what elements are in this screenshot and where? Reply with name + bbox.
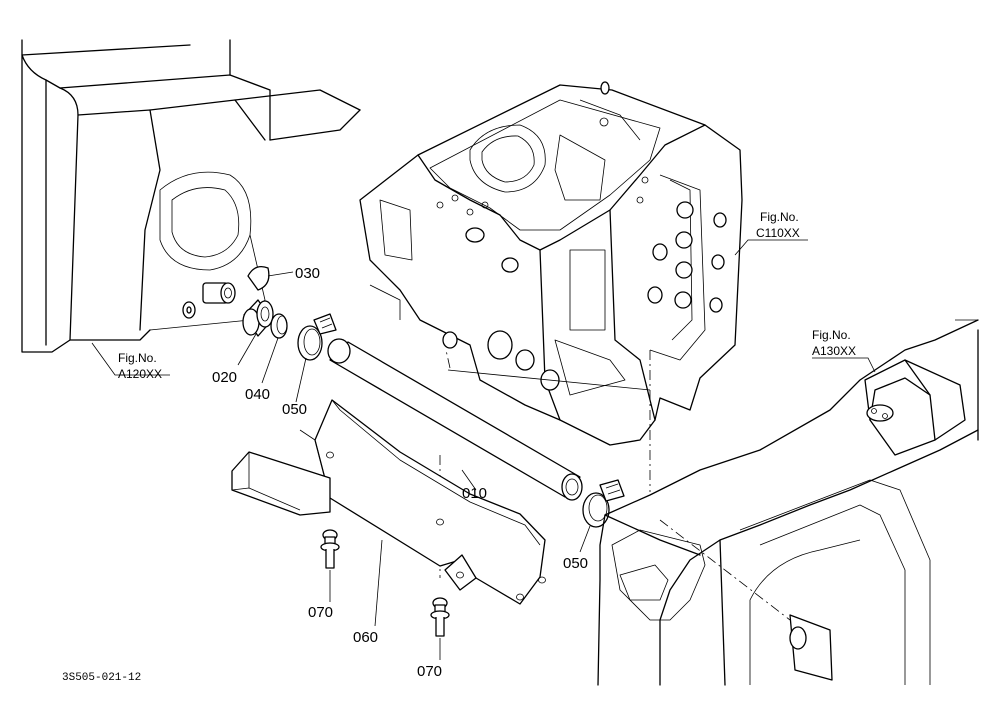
fig-ref-c110-code: C110XX bbox=[756, 226, 800, 240]
leader-lines bbox=[91, 239, 876, 660]
fig-ref-a130-code: A130XX bbox=[812, 344, 856, 358]
fig-ref-a120-code: A120XX bbox=[118, 367, 162, 381]
fig-references: Fig.No. A120XX Fig.No. C110XX Fig.No. A1… bbox=[118, 210, 856, 381]
label-020: 020 bbox=[212, 369, 237, 386]
label-070-right: 070 bbox=[417, 663, 442, 680]
part-labels: 010 020 030 040 050 050 060 070 070 bbox=[212, 265, 588, 680]
drawing-code: 3S505-021-12 bbox=[62, 672, 141, 684]
part-070-bolt-right bbox=[430, 597, 450, 637]
fig-ref-a120-prefix: Fig.No. bbox=[118, 351, 157, 365]
part-030-gasket bbox=[247, 265, 270, 291]
left-housing bbox=[21, 39, 361, 353]
label-060: 060 bbox=[353, 629, 378, 646]
fig-ref-c110-prefix: Fig.No. bbox=[760, 210, 799, 224]
part-060-cover bbox=[231, 399, 546, 605]
label-040: 040 bbox=[245, 386, 270, 403]
part-050-clamp-left bbox=[297, 313, 337, 361]
fig-ref-a130-prefix: Fig.No. bbox=[812, 328, 851, 342]
part-050-clamp-right bbox=[582, 479, 625, 528]
label-050-left: 050 bbox=[282, 401, 307, 418]
part-010-pipe bbox=[327, 338, 583, 501]
part-070-bolt-left bbox=[320, 529, 340, 569]
label-010: 010 bbox=[462, 485, 487, 502]
label-030: 030 bbox=[295, 265, 320, 282]
part-020-fitting bbox=[242, 299, 274, 337]
label-050-right: 050 bbox=[563, 555, 588, 572]
label-070-left: 070 bbox=[308, 604, 333, 621]
right-housing bbox=[597, 319, 979, 686]
transmission-case bbox=[359, 81, 743, 446]
part-040-ring bbox=[270, 313, 288, 339]
